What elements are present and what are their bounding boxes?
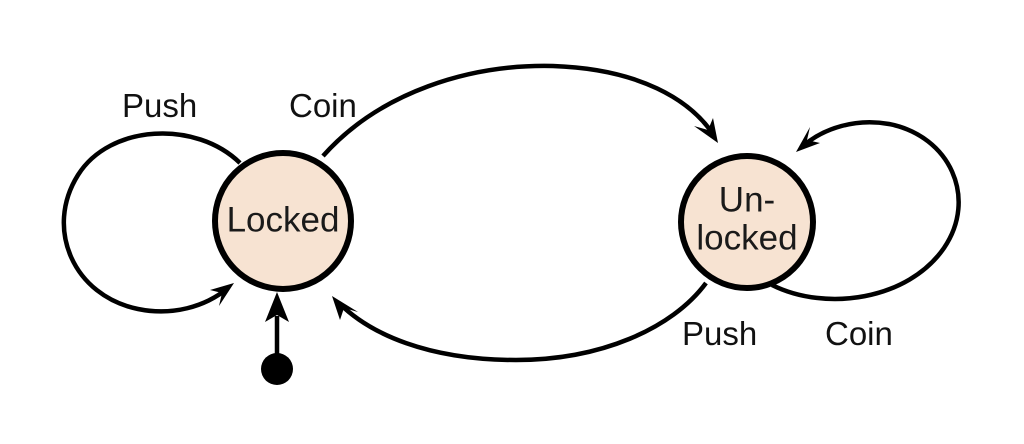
transition-unlocked-coin-unlocked[interactable]: Coin bbox=[770, 120, 961, 352]
state-circle-unlocked[interactable] bbox=[678, 153, 816, 291]
transition-unlocked-push-locked[interactable]: Push bbox=[332, 281, 757, 363]
arrowhead-push-to-locked bbox=[332, 296, 358, 320]
state-label-locked: Locked bbox=[227, 200, 340, 239]
initial-state-marker bbox=[261, 292, 293, 385]
state-circle-locked[interactable] bbox=[212, 150, 354, 292]
arc-path-unlocked-push bbox=[337, 281, 708, 363]
state-node-unlocked[interactable]: Un- locked bbox=[678, 153, 816, 291]
state-label-unlocked-line2: locked bbox=[696, 218, 797, 257]
arrowhead-initial-to-locked bbox=[265, 292, 289, 322]
arrowhead-unlocked-coin bbox=[796, 127, 820, 152]
transition-locked-coin-unlocked[interactable]: Coin bbox=[289, 63, 718, 158]
transition-label-locked-push: Push bbox=[122, 87, 197, 124]
transition-locked-push-locked[interactable]: Push bbox=[61, 87, 242, 314]
transition-label-unlocked-coin: Coin bbox=[825, 315, 893, 352]
transition-label-locked-coin: Coin bbox=[289, 87, 357, 124]
self-loop-path-unlocked-coin bbox=[770, 120, 961, 302]
initial-state-dot bbox=[261, 353, 293, 385]
transition-label-unlocked-push: Push bbox=[682, 315, 757, 352]
arc-path-locked-coin bbox=[321, 63, 715, 158]
arrowhead-locked-push bbox=[210, 283, 234, 306]
arrowhead-coin-to-unlocked bbox=[694, 118, 718, 143]
state-label-unlocked-line1: Un- bbox=[719, 180, 775, 219]
self-loop-path-locked-push bbox=[61, 131, 242, 314]
state-node-locked[interactable]: Locked bbox=[212, 150, 354, 292]
